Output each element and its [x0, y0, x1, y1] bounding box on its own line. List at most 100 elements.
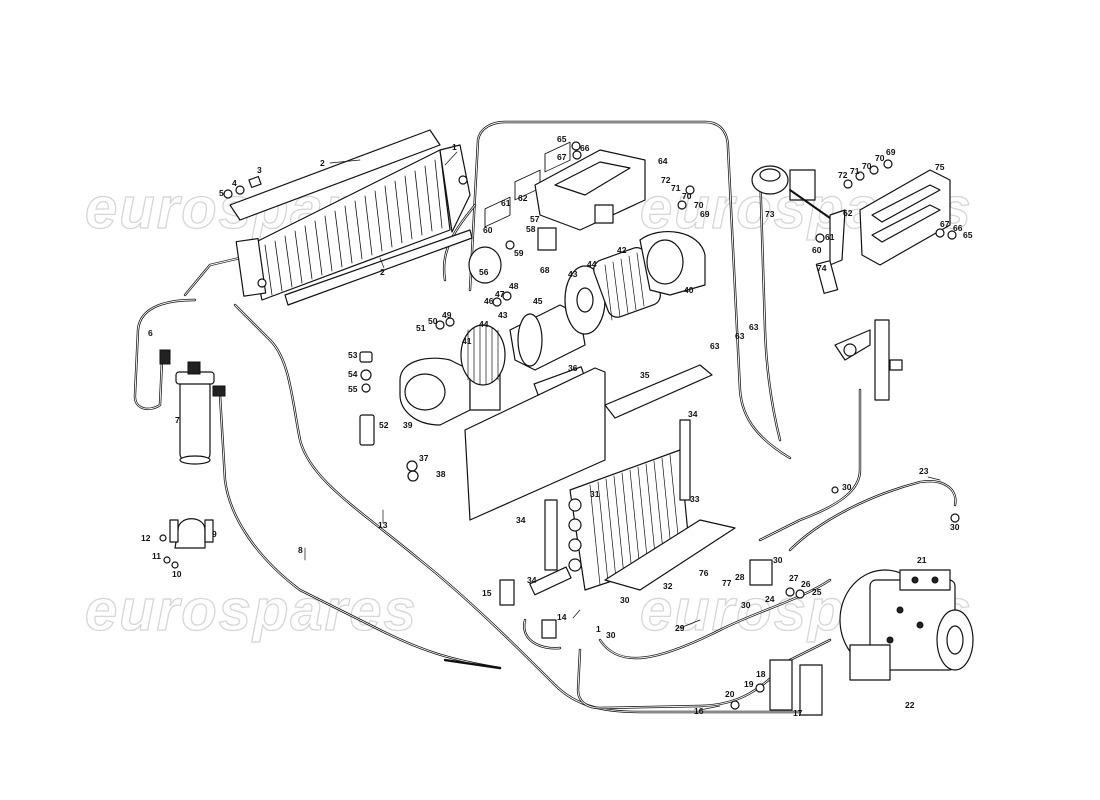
callout-56: 56 [479, 267, 489, 277]
callout-28: 28 [735, 572, 745, 582]
callout-5: 5 [219, 188, 224, 198]
callout-19: 19 [744, 679, 754, 689]
callout-70: 70 [694, 200, 704, 210]
callout-8: 8 [298, 545, 303, 555]
callout-40: 40 [684, 285, 694, 295]
compressor [839, 569, 974, 681]
callout-22: 22 [905, 700, 915, 710]
watermark-bottom-left: eurospares [85, 578, 418, 643]
callout-39: 39 [403, 420, 413, 430]
callout-77: 77 [722, 578, 732, 588]
right-bracket [834, 319, 903, 401]
callout-52: 52 [379, 420, 389, 430]
receiver-drier [159, 349, 226, 465]
callout-38: 38 [436, 469, 446, 479]
callout-12: 12 [141, 533, 151, 543]
vacuum-valve [468, 165, 846, 284]
callout-46: 46 [484, 296, 494, 306]
callout-15: 15 [482, 588, 492, 598]
callout-27: 27 [789, 573, 799, 583]
callout-67: 67 [940, 219, 950, 229]
callout-1: 1 [452, 142, 457, 152]
callout-34: 34 [688, 409, 698, 419]
callout-75: 75 [935, 162, 945, 172]
callout-48: 48 [509, 281, 519, 291]
callout-21: 21 [917, 555, 927, 565]
blower-assembly [399, 231, 706, 426]
small-parts [223, 141, 960, 716]
callout-17: 17 [793, 708, 803, 718]
callout-58: 58 [526, 224, 536, 234]
callout-36: 36 [568, 363, 578, 373]
pipe-network [133, 120, 957, 714]
callout-69: 69 [886, 147, 896, 157]
callout-32: 32 [663, 581, 673, 591]
callout-11: 11 [152, 551, 161, 561]
callout-4: 4 [232, 178, 237, 188]
callout-24: 24 [765, 594, 775, 604]
callout-13: 13 [378, 520, 388, 530]
callout-14: 14 [557, 612, 567, 622]
frame-36 [464, 367, 606, 521]
callout-54: 54 [348, 369, 358, 379]
callout-65: 65 [963, 230, 973, 240]
callout-47: 47 [495, 289, 505, 299]
callout-61: 61 [501, 198, 511, 208]
callout-44: 44 [587, 259, 597, 269]
callout-2: 2 [380, 267, 385, 277]
callout-37: 37 [419, 453, 429, 463]
callout-51: 51 [416, 323, 426, 333]
callout-26: 26 [801, 579, 811, 589]
callout-25: 25 [812, 587, 822, 597]
callout-66: 66 [580, 143, 590, 153]
callout-44: 44 [479, 319, 489, 329]
callout-69: 69 [700, 209, 710, 219]
callout-2: 2 [320, 158, 325, 168]
callout-20: 20 [725, 689, 735, 699]
callout-9: 9 [212, 529, 217, 539]
callout-72: 72 [661, 175, 671, 185]
callout-70: 70 [862, 161, 872, 171]
callout-50: 50 [428, 316, 438, 326]
pipe-13 [233, 303, 802, 714]
callout-66: 66 [953, 223, 963, 233]
callout-70: 70 [682, 191, 692, 201]
callout-6: 6 [148, 328, 153, 338]
callout-73: 73 [765, 209, 775, 219]
callout-30: 30 [741, 600, 751, 610]
callout-18: 18 [756, 669, 766, 679]
callout-49: 49 [442, 310, 452, 320]
callout-30: 30 [773, 555, 783, 565]
callout-10: 10 [172, 569, 182, 579]
callout-42: 42 [617, 245, 627, 255]
callout-60: 60 [812, 245, 822, 255]
callout-labels: 1 1 2 2 3 4 5 6 7 8 9 10 11 12 13 14 15 … [141, 134, 973, 718]
callout-30: 30 [842, 482, 852, 492]
callout-31: 31 [590, 489, 600, 499]
callout-3: 3 [257, 165, 262, 175]
callout-43: 43 [498, 310, 508, 320]
callout-61: 61 [825, 232, 835, 242]
callout-7: 7 [175, 415, 180, 425]
callout-60: 60 [483, 225, 493, 235]
callout-43: 43 [568, 269, 578, 279]
callout-30: 30 [620, 595, 630, 605]
callout-68: 68 [540, 265, 550, 275]
callout-34: 34 [516, 515, 526, 525]
callout-71: 71 [850, 166, 860, 176]
callout-63: 63 [735, 331, 745, 341]
callout-34: 34 [527, 575, 537, 585]
callout-16: 16 [694, 706, 704, 716]
callout-41: 41 [462, 336, 472, 346]
clamp [159, 518, 214, 569]
drip-tray-32 [604, 519, 736, 591]
callout-67: 67 [557, 152, 567, 162]
callout-1: 1 [596, 624, 601, 634]
foam-35 [604, 364, 713, 419]
callout-30: 30 [950, 522, 960, 532]
callout-23: 23 [919, 466, 929, 476]
callout-35: 35 [640, 370, 650, 380]
vent-outlets [534, 149, 951, 266]
callout-57: 57 [530, 214, 540, 224]
